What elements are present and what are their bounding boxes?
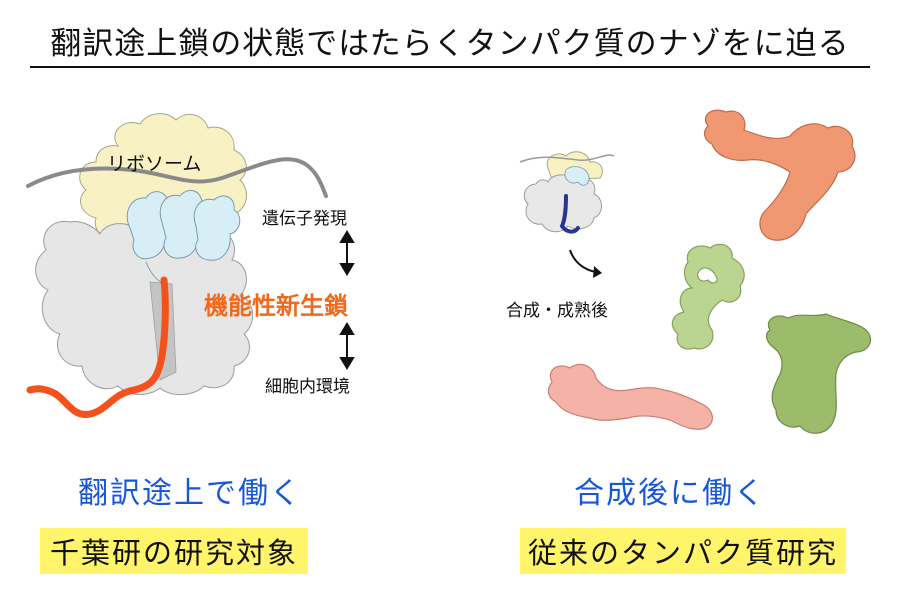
protein-orange <box>703 109 856 241</box>
nascent-chain <box>26 276 169 418</box>
page-title: 翻訳途上鎖の状態ではたらくタンパク質のナゾをに迫る <box>30 22 870 68</box>
protein-dark-green <box>765 313 871 434</box>
double-arrow-top <box>339 230 355 276</box>
curved-arrow <box>569 249 597 273</box>
protein-pink <box>547 363 713 430</box>
mrna-strand <box>26 157 328 198</box>
trna-group <box>126 189 241 285</box>
functional-nascent-chain-label: 機能性新生鎖 <box>204 292 348 320</box>
left-highlight-label: 千葉研の研究対象 <box>40 528 309 574</box>
right-caption: 合成後に働く <box>574 476 766 511</box>
cell-environment-label: 細胞内環境 <box>265 377 350 397</box>
ribosome-label: リボソーム <box>107 153 202 175</box>
gene-expression-label: 遺伝子発現 <box>262 209 347 229</box>
left-caption: 翻訳途上で働く <box>78 476 302 511</box>
right-highlight-label: 従来のタンパク質研究 <box>520 528 847 574</box>
synthesis-maturation-label: 合成・成熟後 <box>506 301 608 321</box>
protein-light-green <box>671 243 745 350</box>
double-arrow-bottom <box>339 322 355 370</box>
